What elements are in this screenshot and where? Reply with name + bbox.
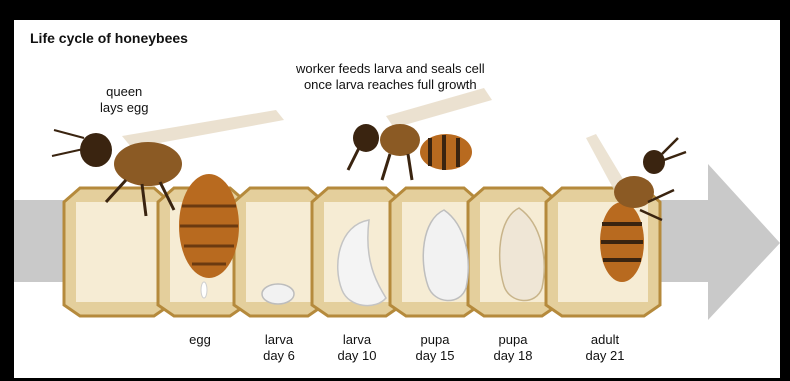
stage-name: larva xyxy=(244,332,314,348)
diagram-frame: Life cycle of honeybees queen lays egg w… xyxy=(14,20,780,378)
stage-name: pupa xyxy=(400,332,470,348)
small-larva-icon xyxy=(262,284,294,304)
cell-queen xyxy=(64,188,170,316)
stage-label-larva-day-10: larva day 10 xyxy=(322,332,392,364)
stage-label-larva-day-6: larva day 6 xyxy=(244,332,314,364)
stage-day: day 18 xyxy=(478,348,548,364)
stage-name: adult xyxy=(570,332,640,348)
stage-name: pupa xyxy=(478,332,548,348)
stage-day: day 15 xyxy=(400,348,470,364)
stage-day: day 6 xyxy=(244,348,314,364)
stage-label-adult-day-21: adult day 21 xyxy=(570,332,640,364)
stage-label-egg: egg xyxy=(165,332,235,348)
stage-name: larva xyxy=(322,332,392,348)
stage-label-pupa-day-15: pupa day 15 xyxy=(400,332,470,364)
stage-label-pupa-day-18: pupa day 18 xyxy=(478,332,548,364)
stage-name: egg xyxy=(165,332,235,348)
egg-icon xyxy=(201,282,207,298)
worker-bee-icon xyxy=(348,88,492,180)
stage-day: day 10 xyxy=(322,348,392,364)
stage-day: day 21 xyxy=(570,348,640,364)
life-cycle-illustration xyxy=(14,20,780,378)
